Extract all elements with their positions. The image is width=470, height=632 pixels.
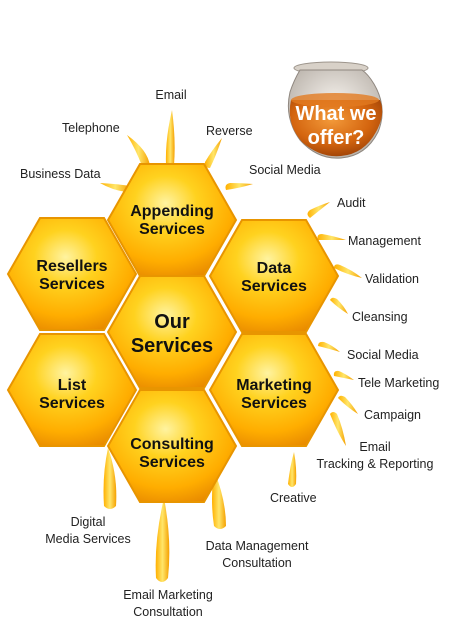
drop-data-mgmt — [212, 470, 226, 529]
jar-title-line1: What we — [295, 103, 376, 125]
honeycomb-cells — [6, 163, 340, 503]
drop-management — [317, 234, 346, 240]
label-email-tracking-1: Email — [359, 440, 390, 454]
label-telephone: Telephone — [62, 121, 120, 135]
drop-telephone — [127, 135, 150, 168]
label-social-media-mkt: Social Media — [347, 348, 419, 362]
hex-resellers[interactable] — [6, 217, 138, 331]
center-line1: Our — [154, 311, 190, 333]
data-line2: Services — [241, 278, 307, 295]
hex-marketing[interactable] — [208, 333, 340, 447]
drop-social-mkt — [318, 341, 340, 352]
drop-email-mkt — [155, 498, 170, 582]
label-email: Email — [155, 88, 186, 102]
appending-line2: Services — [139, 221, 205, 238]
label-email-tracking-2: Tracking & Reporting — [317, 457, 434, 471]
label-creative: Creative — [270, 491, 317, 505]
label-email-mkt-2: Consultation — [133, 605, 203, 619]
drop-digital — [103, 448, 117, 509]
hex-center[interactable] — [106, 275, 238, 389]
jar-title-line2: offer? — [308, 127, 365, 149]
label-digital-2: Media Services — [45, 532, 130, 546]
label-management: Management — [348, 234, 421, 248]
resellers-line2: Services — [39, 276, 105, 293]
label-cleansing: Cleansing — [352, 310, 408, 324]
drop-audit — [307, 202, 330, 218]
label-data-mgmt-1: Data Management — [206, 539, 309, 553]
label-social-media-top: Social Media — [249, 163, 321, 177]
drop-social-top — [225, 183, 253, 190]
drop-business-data — [100, 183, 131, 192]
center-line2: Services — [131, 335, 213, 357]
honey-drops — [100, 110, 362, 582]
label-reverse: Reverse — [206, 124, 253, 138]
label-campaign: Campaign — [364, 408, 421, 422]
label-audit: Audit — [337, 196, 366, 210]
hex-labels: Appending Services Resellers Services Da… — [36, 203, 311, 471]
drop-email-tracking — [330, 412, 346, 446]
label-digital-1: Digital — [71, 515, 106, 529]
label-business-data: Business Data — [20, 167, 101, 181]
drop-creative — [288, 452, 297, 487]
drop-tele-marketing — [333, 370, 354, 380]
list-line2: Services — [39, 395, 105, 412]
hex-list[interactable] — [6, 333, 138, 447]
consulting-line2: Services — [139, 454, 205, 471]
label-tele-marketing: Tele Marketing — [358, 376, 439, 390]
drop-validation — [334, 264, 362, 278]
label-validation: Validation — [365, 272, 419, 286]
marketing-line1: Marketing — [236, 377, 312, 394]
honey-jar: What we offer? — [287, 61, 383, 159]
label-data-mgmt-2: Consultation — [222, 556, 292, 570]
drop-campaign — [338, 395, 358, 414]
list-line1: List — [58, 377, 87, 394]
consulting-line1: Consulting — [130, 436, 214, 453]
hex-data[interactable] — [208, 219, 340, 333]
label-email-mkt-1: Email Marketing — [123, 588, 213, 602]
hex-consulting[interactable] — [106, 389, 238, 503]
drop-reverse — [204, 138, 222, 168]
service-labels: Email Telephone Reverse Business Data So… — [20, 88, 439, 619]
data-line1: Data — [257, 260, 292, 277]
marketing-line2: Services — [241, 395, 307, 412]
resellers-line1: Resellers — [36, 258, 107, 275]
appending-line1: Appending — [130, 203, 214, 220]
drop-email — [165, 110, 175, 168]
drop-cleansing — [330, 297, 348, 314]
